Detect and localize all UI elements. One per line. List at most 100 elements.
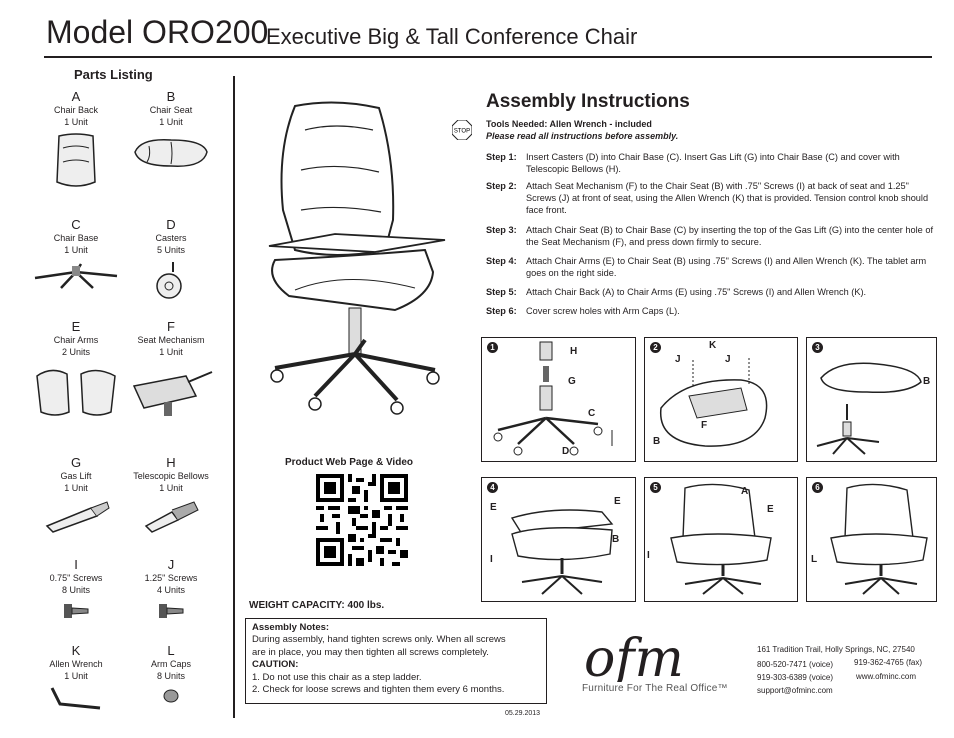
part-k: K Allen Wrench 1 Unit (21, 644, 131, 710)
part-d: D Casters 5 Units (116, 218, 226, 300)
telescopic-bellows-icon (144, 501, 199, 533)
part-name: Arm Caps (150, 659, 191, 669)
diagram-step-1: 1 H G C D (481, 337, 636, 462)
part-c: C Chair Base 1 Unit (21, 218, 131, 290)
part-letter: F (167, 319, 175, 334)
diagram-label: L (811, 554, 818, 565)
part-f: F Seat Mechanism 1 Unit (116, 320, 226, 422)
company-website[interactable]: www.ofminc.com (856, 672, 917, 681)
diagram-number: 3 (812, 342, 823, 353)
chair-base-icon (34, 263, 118, 289)
part-qty: 2 Units (61, 347, 90, 357)
qr-code-icon[interactable] (316, 474, 408, 566)
stop-sign-label: STOP (454, 129, 470, 135)
step-2-drawing (660, 358, 768, 447)
weight-capacity: WEIGHT CAPACITY: 400 lbs. (249, 600, 385, 611)
part-qty: 1 Unit (159, 117, 183, 127)
ofm-logo: ofm (582, 629, 732, 689)
ofm-logo-icon: ofm (584, 629, 684, 689)
part-name: 0.75" Screws (49, 573, 103, 583)
revision-date: 05.29.2013 (505, 710, 541, 717)
step-text: Attach Chair Arms (E) to Chair Seat (B) … (526, 256, 927, 279)
part-name: Casters (155, 233, 187, 243)
step-text: Insert Casters (D) into Chair Base (C). … (526, 152, 900, 175)
part-name: Gas Lift (60, 471, 92, 481)
diagram-step-5: 5 A E I (644, 477, 798, 602)
caution-item: 1. Do not use this chair as a step ladde… (252, 671, 422, 683)
diagram-label: A (741, 486, 749, 497)
step-text: Attach Chair Seat (B) to Chair Base (C) … (526, 225, 933, 248)
part-name: Telescopic Bellows (133, 471, 209, 481)
company-phone-2: 919-303-6389 (voice) (757, 673, 834, 682)
company-fax: 919-362-4765 (fax) (854, 658, 923, 667)
step-text: Attach Chair Back (A) to Chair Arms (E) … (526, 287, 867, 297)
diagram-label: F (701, 420, 708, 431)
part-letter: L (167, 643, 175, 658)
part-letter: B (166, 89, 176, 104)
step-1-drawing (493, 341, 613, 456)
chair-seat-icon (134, 139, 208, 167)
gas-lift-icon (45, 501, 110, 533)
diagram-label: I (490, 554, 493, 565)
caution-heading: CAUTION: (252, 659, 299, 671)
diagram-label: B (612, 534, 620, 545)
diagram-number: 4 (487, 482, 498, 493)
company-phone: 800-520-7471 (voice) (757, 660, 834, 669)
step-4-drawing (510, 509, 614, 595)
step-label: Step 4: (486, 256, 517, 266)
part-a: A Chair Back 1 Unit (21, 90, 131, 194)
part-qty: 1 Unit (64, 245, 88, 255)
part-name: Seat Mechanism (137, 335, 205, 345)
part-name: Allen Wrench (49, 659, 103, 669)
header-divider (44, 56, 932, 58)
part-name: Chair Back (53, 105, 98, 115)
part-letter: G (70, 455, 82, 470)
notes-line: During assembly, hand tighten screws onl… (252, 634, 506, 646)
part-letter: C (71, 217, 81, 232)
assembly-title: Assembly Instructions (486, 91, 690, 112)
part-qty: 1 Unit (64, 671, 88, 681)
part-letter: H (166, 455, 176, 470)
product-subtitle: Executive Big & Tall Conference Chair (266, 24, 638, 49)
part-h: H Telescopic Bellows 1 Unit (116, 456, 226, 534)
diagram-label: B (923, 376, 931, 387)
stop-sign-icon: STOP (452, 120, 472, 140)
part-g: G Gas Lift 1 Unit (21, 456, 131, 534)
diagram-label: K (709, 340, 717, 351)
step-label: Step 1: (486, 152, 517, 162)
part-name: Chair Seat (149, 105, 193, 115)
part-b: B Chair Seat 1 Unit (116, 90, 226, 172)
diagram-label: E (614, 496, 621, 507)
seat-mechanism-icon (132, 371, 213, 416)
step-label: Step 2: (486, 181, 517, 191)
diagram-label: C (588, 408, 596, 419)
part-letter: J (167, 557, 175, 572)
part-qty: 1 Unit (159, 483, 183, 493)
part-qty: 1 Unit (64, 483, 88, 493)
diagram-step-4: 4 E E B I (481, 477, 636, 602)
part-name: 1.25" Screws (144, 573, 198, 583)
notes-heading: Assembly Notes: (252, 622, 330, 633)
diagram-label: J (675, 354, 681, 365)
part-i: I 0.75" Screws 8 Units (21, 558, 131, 622)
diagram-number: 1 (487, 342, 498, 353)
parts-heading: Parts Listing (74, 67, 153, 82)
step-label: Step 5: (486, 287, 517, 297)
diagram-label: E (490, 502, 497, 513)
chair-arms-icon (36, 369, 116, 416)
part-l: L Arm Caps 8 Units (116, 644, 226, 706)
step-label: Step 6: (486, 306, 517, 316)
diagram-label: G (568, 376, 576, 387)
part-letter: E (71, 319, 81, 334)
notes-line: are in place, you may then tighten all s… (252, 646, 489, 658)
chair-illustration (268, 101, 446, 415)
part-e: E Chair Arms 2 Units (21, 320, 131, 422)
part-qty: 5 Units (156, 245, 185, 255)
part-letter: I (74, 557, 78, 572)
part-qty: 8 Units (156, 671, 185, 681)
assembly-notes-box: Assembly Notes: During assembly, hand ti… (245, 618, 547, 704)
caution-item: 2. Check for loose screws and tighten th… (252, 684, 505, 696)
company-email[interactable]: support@ofminc.com (757, 686, 833, 695)
screw-icon (64, 604, 89, 618)
part-j: J 1.25" Screws 4 Units (116, 558, 226, 622)
